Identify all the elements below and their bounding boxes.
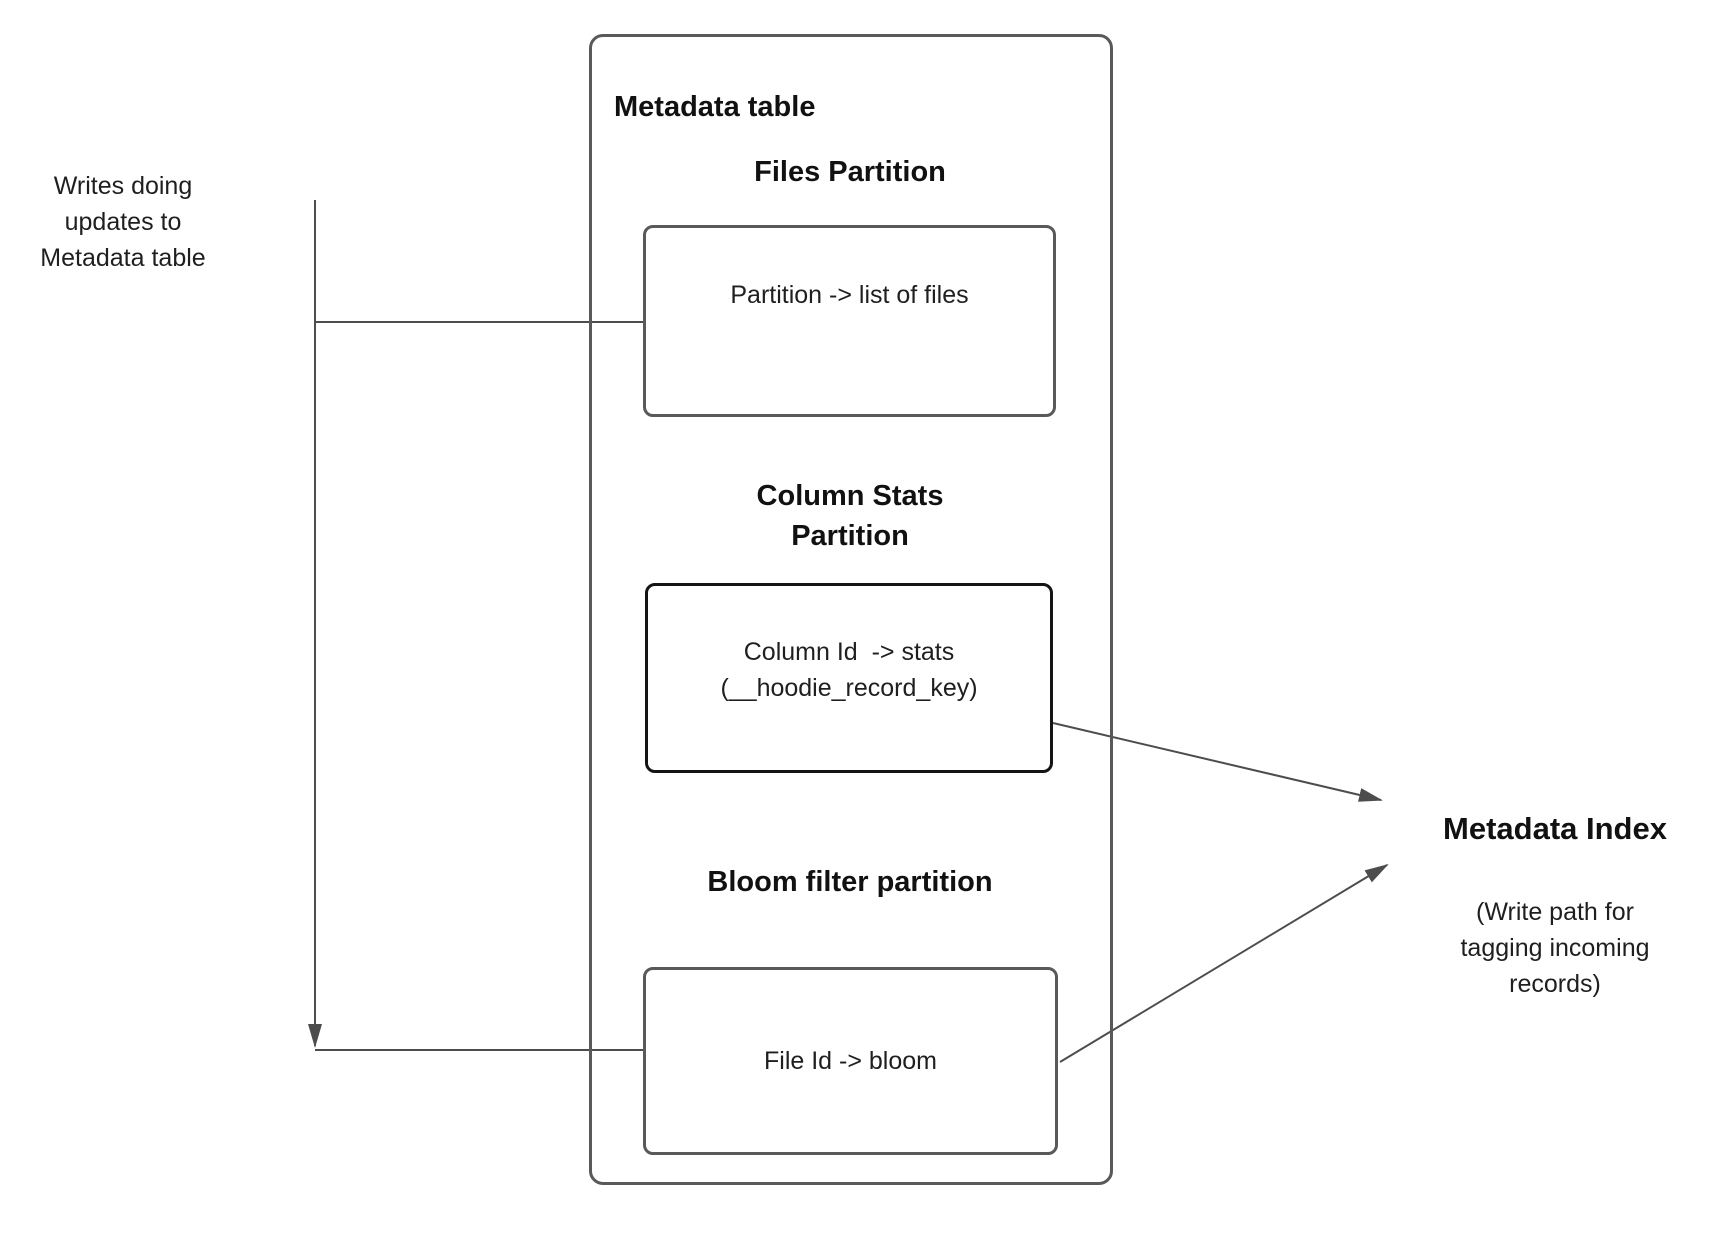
- files-partition-body: Partition -> list of files: [730, 281, 969, 309]
- metadata-table-box: Metadata table Files Partition Partition…: [589, 34, 1113, 1185]
- writes-note: Writes doing updates to Metadata table: [8, 168, 238, 276]
- column-stats-body-line: Column Id -> stats: [743, 638, 955, 666]
- files-partition-box: Partition -> list of files: [643, 225, 1056, 417]
- column-stats-partition-box: Column Id -> stats (__hoodie_record_key): [645, 583, 1053, 773]
- column-stats-partition-heading: Column Stats Partition: [756, 480, 944, 552]
- bloom-filter-partition-box: File Id -> bloom: [643, 967, 1058, 1155]
- column-stats-partition-body: Column Id -> stats (__hoodie_record_key): [648, 634, 1050, 706]
- metadata-index-subtitle-line: (Write path for: [1476, 898, 1634, 926]
- metadata-table-title: Metadata table: [614, 91, 816, 123]
- metadata-index-title: Metadata Index: [1443, 811, 1667, 846]
- writes-note-line: Writes doing: [53, 172, 193, 200]
- metadata-index-subtitle-line: tagging incoming: [1460, 934, 1650, 962]
- bloom-filter-partition-heading: Bloom filter partition: [707, 866, 993, 898]
- files-partition-heading: Files Partition: [754, 156, 946, 188]
- metadata-index-subtitle-line: records): [1509, 970, 1601, 998]
- metadata-index-subtitle: (Write path for tagging incoming records…: [1390, 894, 1718, 1002]
- bloom-filter-partition-body: File Id -> bloom: [764, 1047, 937, 1075]
- column-stats-body-line: (__hoodie_record_key): [720, 674, 978, 702]
- writes-note-line: Metadata table: [40, 244, 206, 272]
- writes-note-line: updates to: [64, 208, 182, 236]
